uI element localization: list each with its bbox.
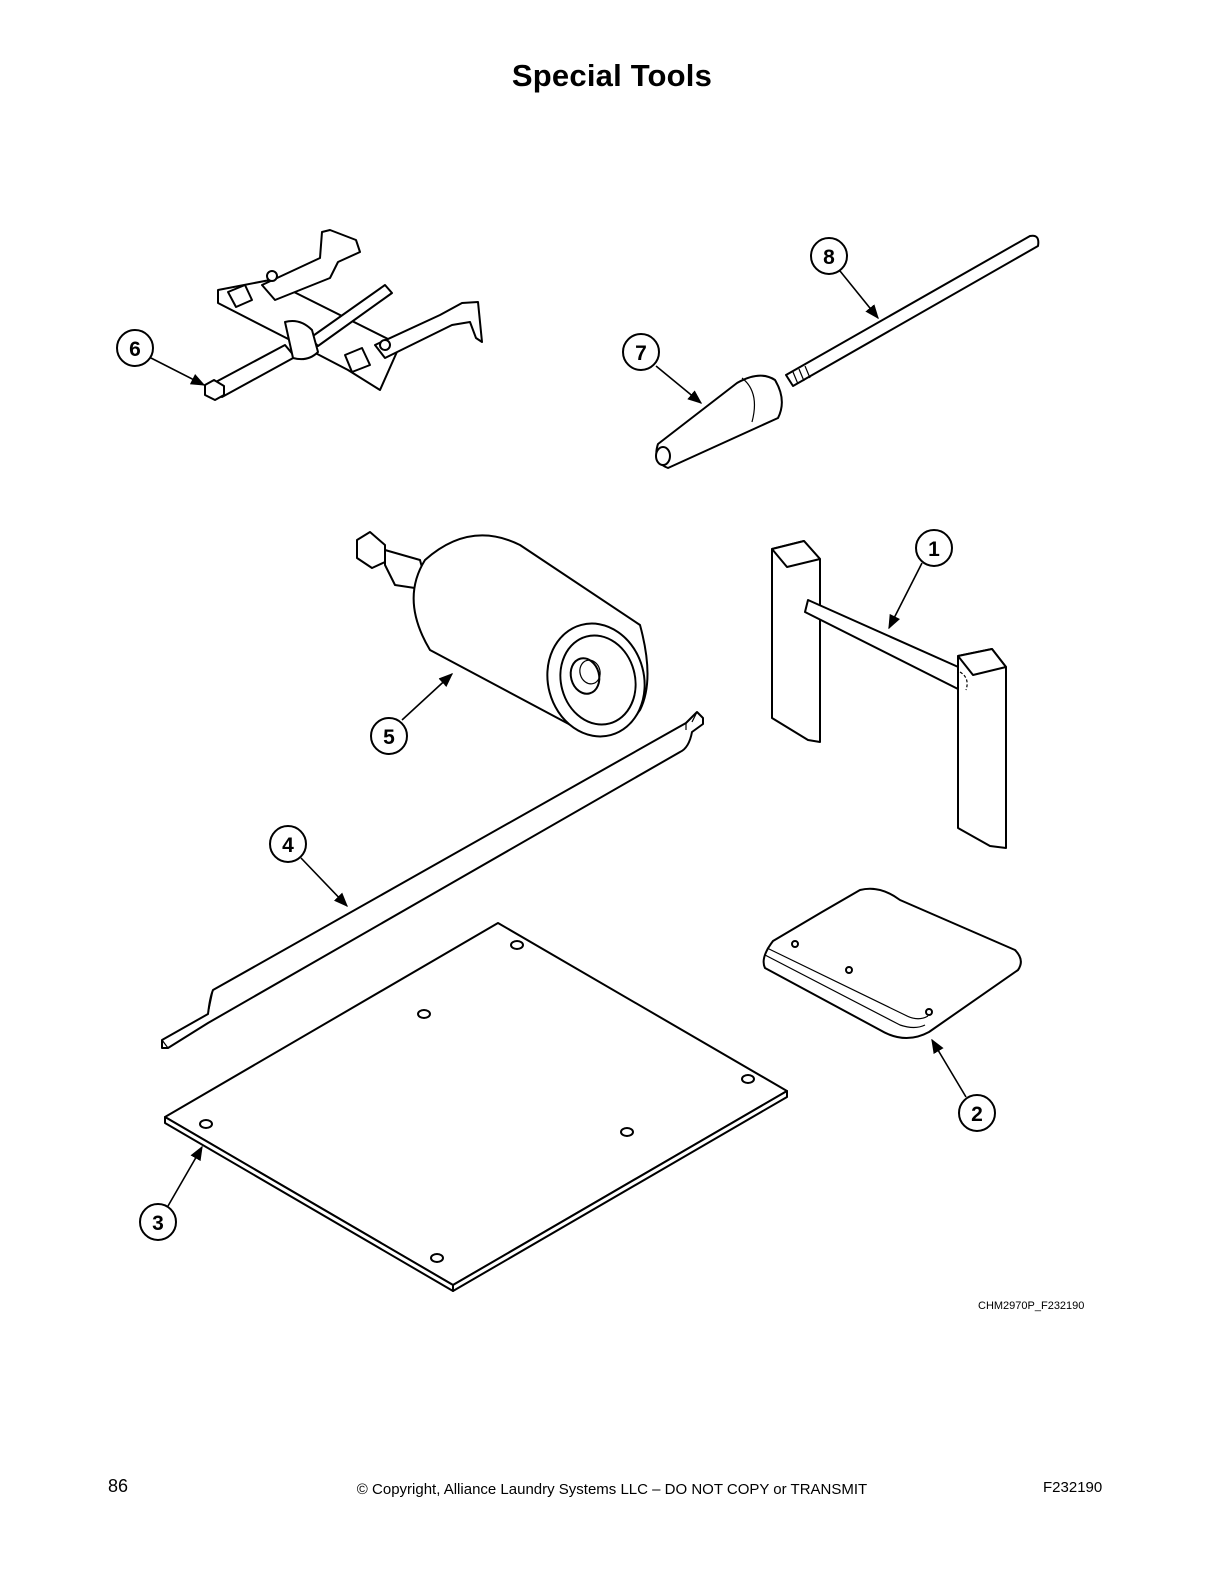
callout-4: 4: [269, 825, 307, 863]
page-title: Special Tools: [511, 58, 713, 93]
base-plate-icon: [164, 922, 788, 1292]
callout-2: 2: [958, 1094, 996, 1132]
threaded-rod-icon: [785, 234, 1040, 387]
callout-5-label: 5: [383, 726, 395, 749]
copyright-notice: © Copyright, Alliance Laundry Systems LL…: [356, 1481, 868, 1498]
callout-7: 7: [622, 333, 660, 371]
callout-3: 3: [139, 1203, 177, 1241]
callout-3-label: 3: [152, 1212, 164, 1235]
callout-8: 8: [810, 237, 848, 275]
straight-edge-icon: [161, 711, 704, 1049]
document-number: F232190: [1043, 1479, 1103, 1496]
shaft-stand-icon: [771, 540, 1007, 849]
callout-2-label: 2: [971, 1103, 983, 1126]
callout-6: 6: [116, 329, 154, 367]
callout-8-label: 8: [823, 246, 835, 269]
callout-7-label: 7: [635, 342, 647, 365]
callout-leaders: [150, 270, 967, 1207]
page-number: 86: [108, 1476, 129, 1496]
callout-6-label: 6: [129, 338, 141, 361]
callout-1-label: 1: [928, 538, 940, 561]
gear-puller-icon: [204, 229, 483, 401]
callout-4-label: 4: [282, 834, 294, 857]
drawing-code: CHM2970P_F232190: [978, 1300, 1085, 1312]
callout-1: 1: [915, 529, 953, 567]
bearing-driver-icon: [356, 531, 649, 738]
callout-5: 5: [370, 717, 408, 755]
cone-tool-icon: [655, 374, 783, 469]
folded-cloth-icon: [762, 887, 1022, 1039]
